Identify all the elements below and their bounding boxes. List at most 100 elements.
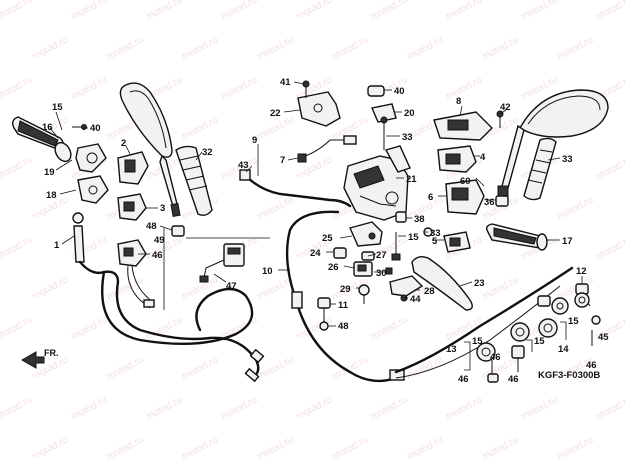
- callout-46-r1: 45: [598, 332, 609, 343]
- callout-16: 15: [408, 232, 419, 243]
- switch-5: [443, 231, 471, 253]
- callout-20: 18: [46, 190, 57, 201]
- watermark-text: motod.ru: [180, 434, 220, 462]
- nut-49: [171, 225, 185, 237]
- watermark-text: motod.ru: [519, 0, 559, 23]
- watermark-text: motod.ru: [480, 34, 520, 62]
- watermark-text: motod.ru: [555, 434, 595, 462]
- cable-9: [244, 174, 352, 208]
- callout-13: 13: [446, 344, 457, 355]
- callout-25: 23: [474, 278, 485, 289]
- watermark-text: motod.ru: [219, 74, 259, 102]
- watermark-text: motod.ru: [594, 394, 625, 422]
- nut-39: [395, 211, 407, 223]
- watermark-text: motod.ru: [480, 434, 520, 462]
- right-grip-19: [485, 223, 548, 251]
- clip-26: [333, 247, 347, 259]
- callout-44: 43: [238, 160, 249, 171]
- connector-47: [117, 239, 155, 309]
- watermark-text: motod.ru: [369, 0, 409, 23]
- watermark-text: motod.ru: [444, 74, 484, 102]
- callout-17: 15: [52, 102, 63, 113]
- boot-33-right: [523, 137, 557, 201]
- leader-lines: [49, 81, 583, 327]
- callout-36: 33: [430, 228, 441, 239]
- bracket-24: [297, 80, 341, 127]
- callout-1: 1: [54, 240, 60, 251]
- diagram-code: KGF3-F0300B: [538, 370, 600, 381]
- boot-33-left: [175, 145, 213, 217]
- callout-5: 5: [432, 236, 438, 247]
- pulley-group-14: [537, 292, 601, 346]
- watermark-text: motod.ru: [0, 234, 34, 262]
- bolt-16: [391, 232, 401, 261]
- cable-end-left: [244, 348, 265, 383]
- callout-47: 46: [152, 250, 163, 261]
- watermark-text: motod.ru: [294, 394, 334, 422]
- callout-15-mid: 15: [534, 336, 545, 347]
- callout-8: 8: [456, 96, 461, 107]
- part-40: [367, 85, 385, 97]
- part-27: [349, 221, 383, 247]
- switch-3: [117, 193, 147, 221]
- callout-11: 11: [338, 300, 349, 311]
- watermark-text: motod.ru: [519, 394, 559, 422]
- callout-38: 36: [484, 197, 495, 208]
- pulley-group-13: [476, 342, 499, 383]
- watermark-text: motod.ru: [594, 0, 625, 23]
- watermark-text: motod.ru: [255, 194, 295, 222]
- watermark-text: motod.ru: [594, 234, 625, 262]
- callout-23: 21: [406, 174, 417, 185]
- callout-43: 42: [500, 102, 511, 113]
- connector-48: [199, 243, 245, 283]
- callout-30: 28: [424, 286, 435, 297]
- callout-28: 26: [328, 262, 339, 273]
- callout-41: 41: [280, 77, 291, 88]
- watermark-text: motod.ru: [180, 114, 220, 142]
- left-mirror: [119, 82, 181, 218]
- watermark-text: motod.ru: [30, 274, 70, 302]
- callout-14: 14: [558, 344, 569, 355]
- watermark-text: motod.ru: [330, 434, 370, 462]
- watermark-text: motod.ru: [0, 0, 34, 23]
- watermark-text: motod.ru: [405, 194, 445, 222]
- callout-9: 9: [252, 135, 257, 146]
- switch-28: [353, 261, 373, 277]
- pulley-group-15a: [510, 322, 530, 372]
- switch-8: [433, 110, 504, 141]
- watermark-text: motod.ru: [294, 0, 334, 23]
- watermark-text: motod.ru: [69, 0, 109, 23]
- watermark-text: motod.ru: [180, 354, 220, 382]
- watermark-text: motod.ru: [105, 34, 145, 62]
- callout-48-center: 48: [338, 321, 349, 332]
- right-mirror: [497, 89, 609, 197]
- callout-42: 40: [90, 123, 101, 134]
- watermark-text: motod.ru: [369, 394, 409, 422]
- callout-48-left: 47: [226, 281, 237, 292]
- watermark-text: motod.ru: [69, 314, 109, 342]
- watermark-text: motod.ru: [69, 74, 109, 102]
- watermark-text: motod.ru: [105, 274, 145, 302]
- part-22: [371, 103, 397, 123]
- watermark-text: motod.ru: [105, 434, 145, 462]
- watermark-text: motod.ru: [144, 0, 184, 23]
- watermark-text: motod.ru: [444, 0, 484, 23]
- bolt-37: [380, 116, 388, 150]
- watermark-text: motod.ru: [219, 394, 259, 422]
- watermark-text: motod.ru: [180, 34, 220, 62]
- lever-25: [411, 255, 473, 311]
- callout-19: 17: [562, 236, 573, 247]
- switch-block-4: [437, 145, 477, 173]
- watermark-text: motod.ru: [105, 354, 145, 382]
- switch-block-6: [445, 179, 509, 215]
- callout-60: 60: [460, 176, 471, 187]
- callout-26: 24: [310, 248, 321, 259]
- callout-46-l3: 46: [490, 352, 501, 363]
- callout-37: 33: [402, 132, 413, 143]
- callout-3: 3: [160, 203, 165, 214]
- watermark-text: motod.ru: [369, 314, 409, 342]
- callout-18: 16: [42, 122, 53, 133]
- front-direction-label: FR.: [44, 348, 59, 358]
- watermark-text: motod.ru: [555, 194, 595, 222]
